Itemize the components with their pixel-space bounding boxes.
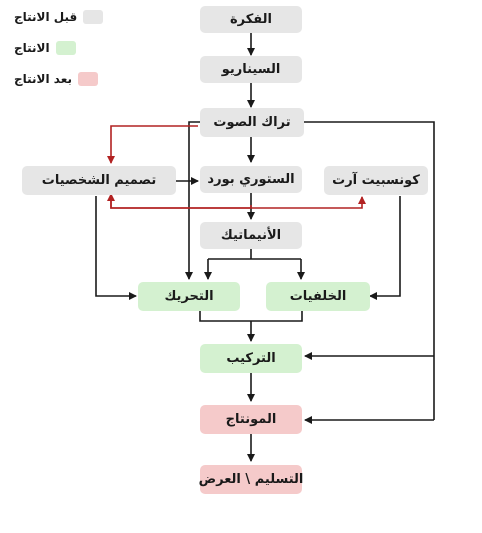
feedback-start-to-character — [107, 193, 251, 209]
arrow-soundtrack-right-rail — [304, 121, 435, 420]
legend-production: الانتاج — [14, 41, 76, 55]
legend-swatch-prod — [55, 41, 76, 55]
node-idea: الفكرة — [200, 6, 302, 33]
legend-swatch-pre — [83, 10, 104, 24]
node-backgrounds: الخلفيات — [266, 282, 370, 311]
node-editing: المونتاج — [200, 405, 302, 434]
node-delivery: التسليم \ العرض — [199, 465, 303, 494]
node-soundtrack: تراك الصوت — [200, 108, 304, 137]
arrow-character-to-animation — [95, 196, 137, 300]
arrow-concept-to-backgrounds — [369, 196, 401, 300]
legend-pre-production: قبل الانتاج — [14, 10, 104, 24]
node-script: السيناريو — [200, 56, 302, 83]
arrow-animatic-to-animation — [208, 258, 301, 279]
node-animatic: الأنيماتيك — [200, 222, 302, 249]
node-character-design: تصميم الشخصيات — [22, 166, 176, 195]
feedback-storyboard-to-character-and-concept — [110, 197, 362, 209]
node-compositing: التركيب — [200, 344, 302, 373]
node-concept-art: كونسبيت آرت — [324, 166, 428, 195]
node-storyboard: الستوري بورد — [200, 166, 302, 193]
legend-label-prod: الانتاج — [14, 41, 50, 55]
legend-label-pre: قبل الانتاج — [14, 10, 78, 24]
feedback-soundtrack-to-character — [107, 125, 198, 164]
arrow-merge-to-compositing — [199, 310, 303, 341]
node-animation: التحريك — [138, 282, 240, 311]
legend-swatch-post — [78, 72, 98, 86]
legend-post-production: بعد الانتاج — [14, 72, 98, 86]
legend-label-post: بعد الانتاج — [14, 72, 72, 86]
arrow-soundtrack-to-animation — [185, 121, 200, 280]
